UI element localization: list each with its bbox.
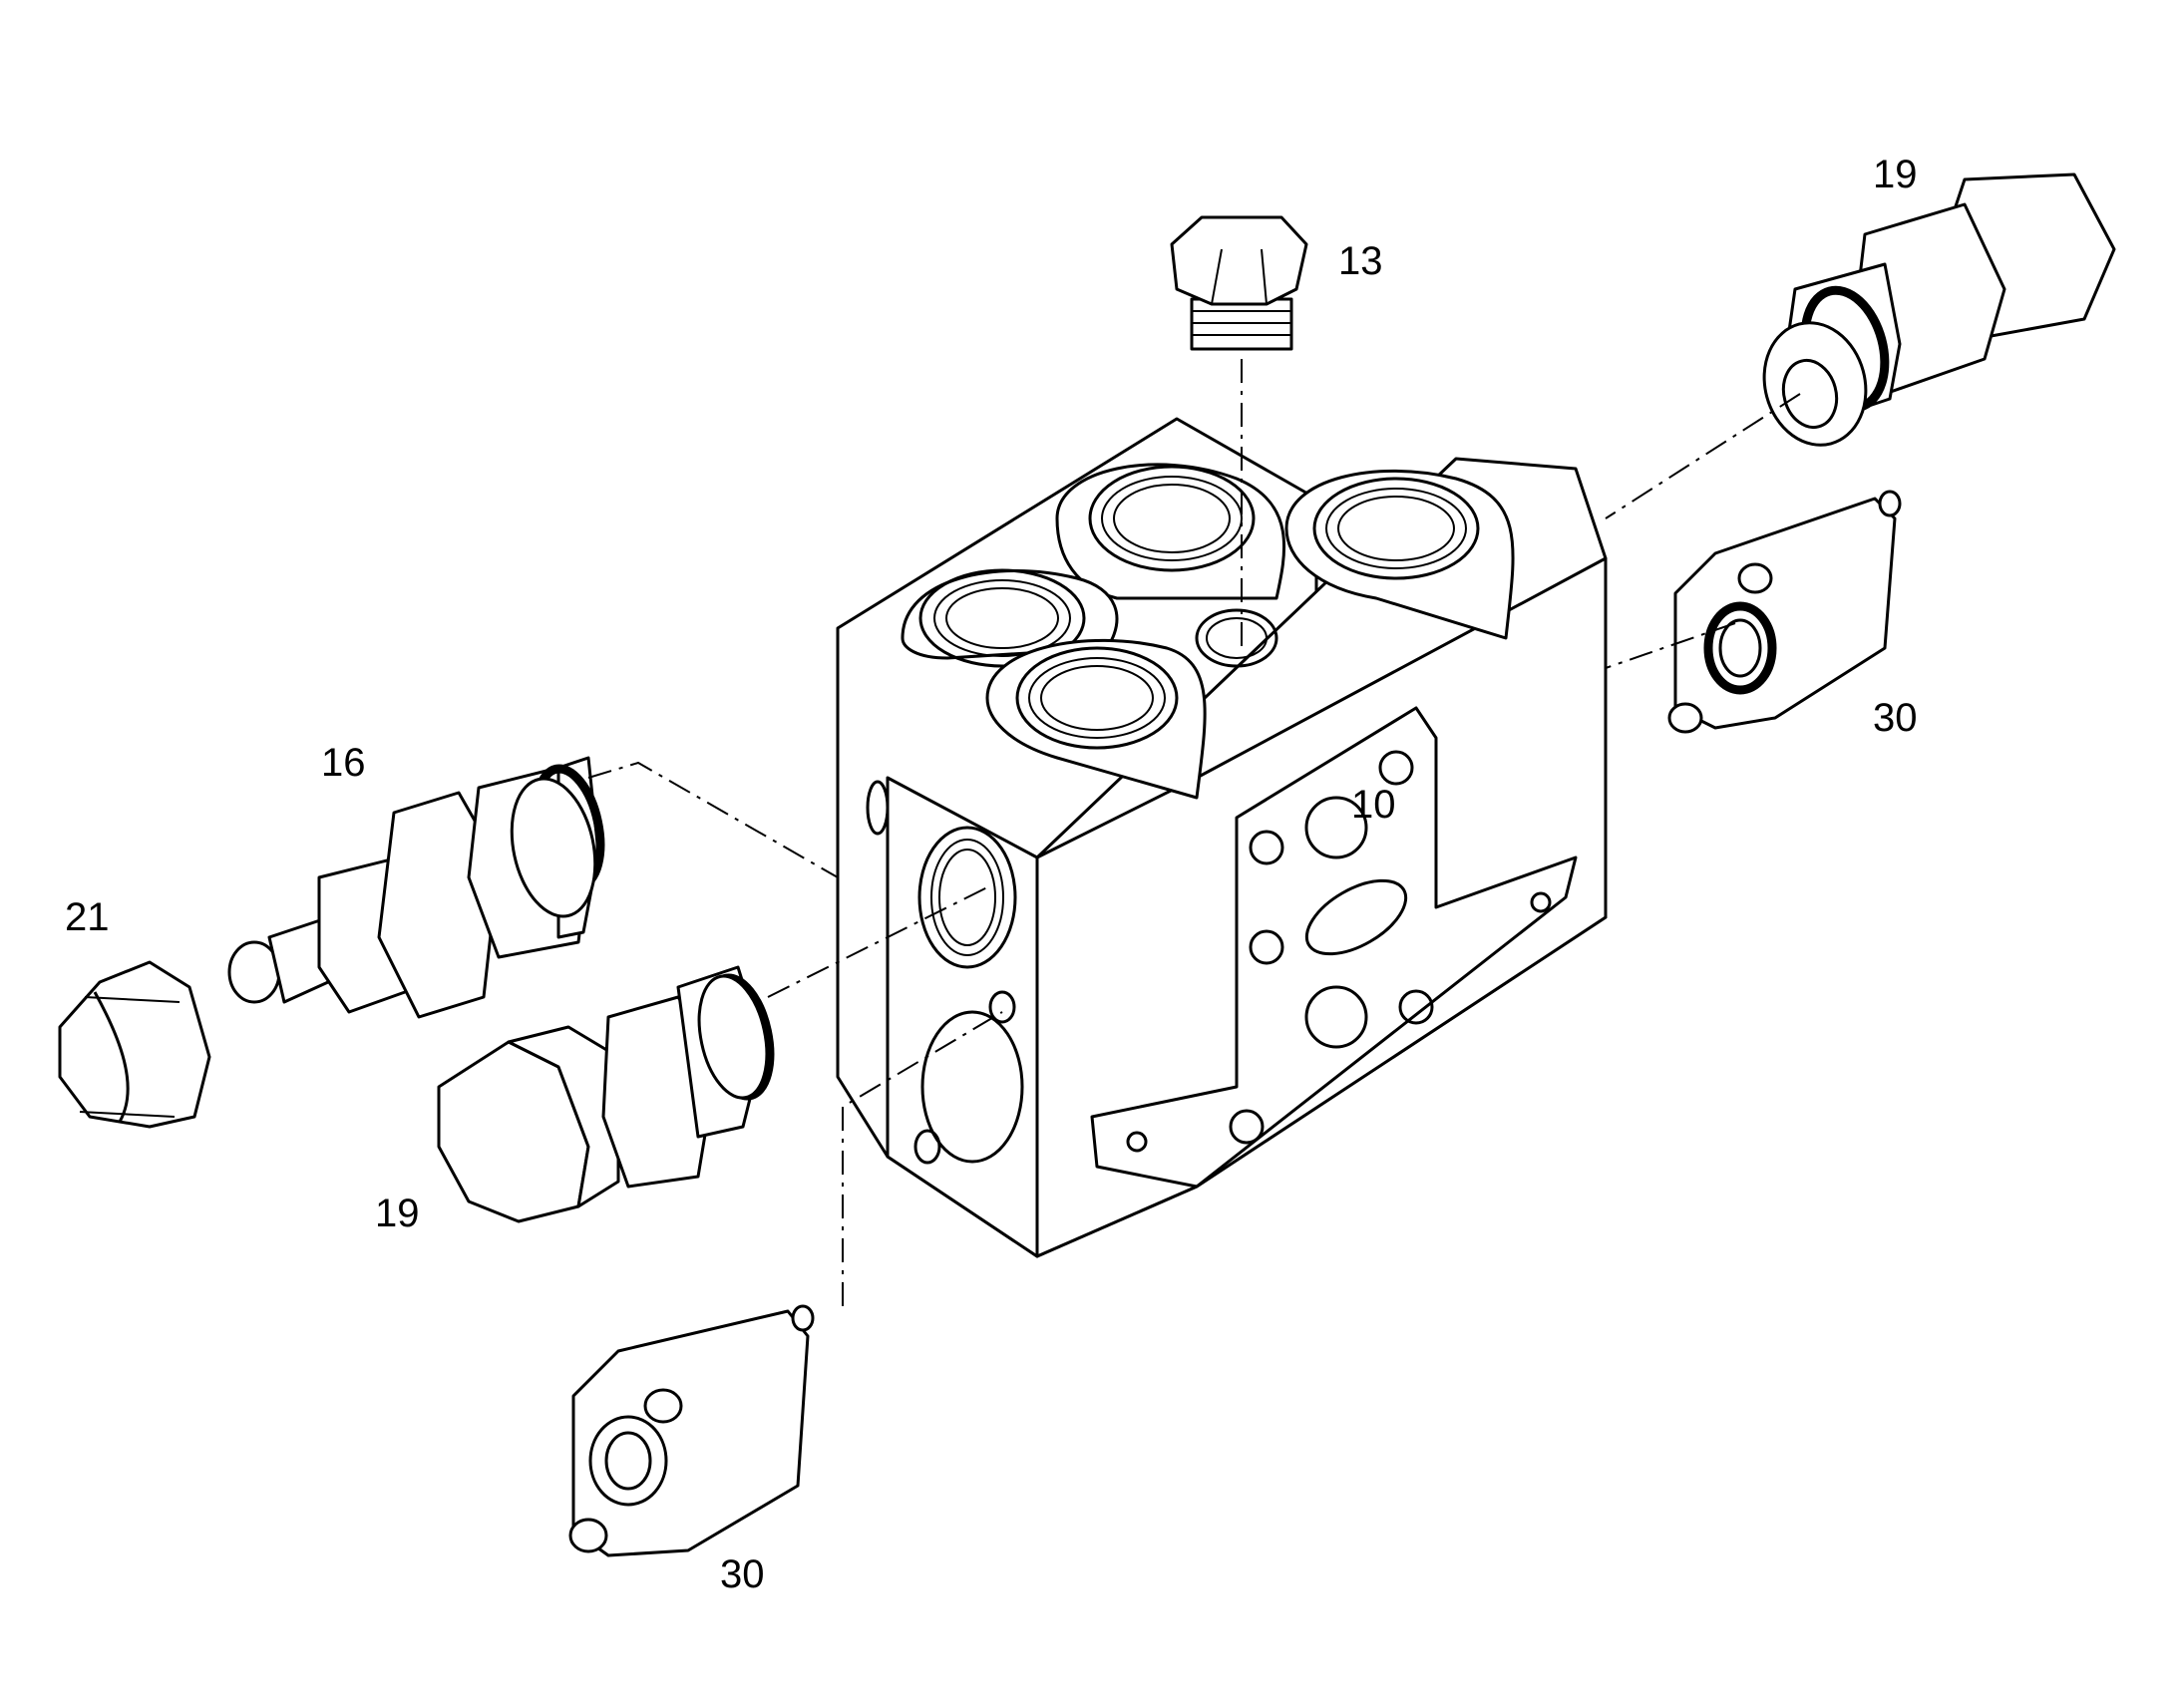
label-relief-valve-16: 16 xyxy=(321,741,366,785)
cap-21 xyxy=(58,960,211,1129)
label-cap-21: 21 xyxy=(65,895,110,939)
plug-13 xyxy=(1170,215,1308,351)
center-lines xyxy=(587,359,1801,1306)
cover-30-bottom xyxy=(568,1304,815,1557)
label-plug: 13 xyxy=(1338,239,1383,283)
label-cover-30-right: 30 xyxy=(1873,696,1918,740)
top-ports xyxy=(901,463,1515,800)
label-valve-body: 10 xyxy=(1351,783,1396,827)
valve-19-bottom xyxy=(437,965,775,1223)
cover-30-right xyxy=(1667,490,1902,734)
relief-valve-16 xyxy=(227,756,605,1019)
valve-19-top xyxy=(1762,172,2116,447)
label-cover-30-bottom: 30 xyxy=(720,1552,765,1596)
label-valve-19-bottom: 19 xyxy=(375,1192,420,1235)
label-valve-19-top: 19 xyxy=(1873,153,1918,196)
valve-body xyxy=(836,417,1608,1258)
